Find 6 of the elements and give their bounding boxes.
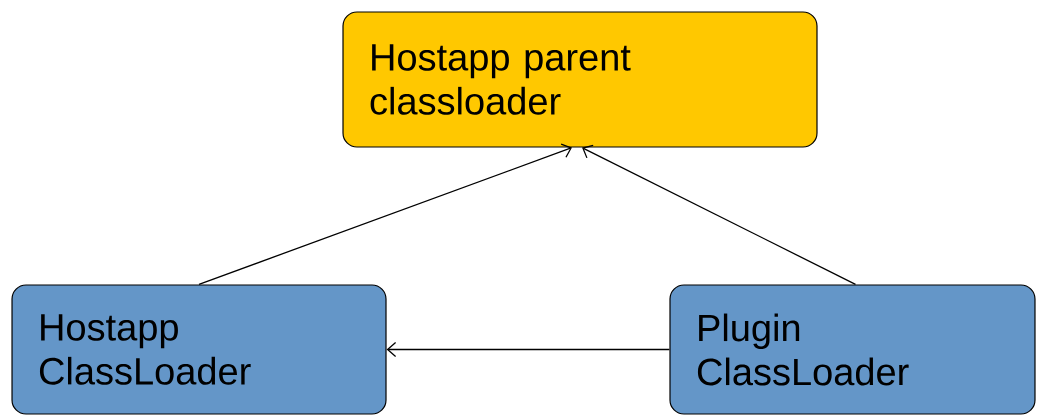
process-box: Hostapp parent classloader: [342, 11, 818, 148]
process-box: Plugin ClassLoader: [669, 284, 1036, 415]
process-box: Hostapp ClassLoader: [11, 284, 387, 415]
arrow: [386, 341, 671, 358]
arrow: [198, 143, 572, 286]
arrow: [582, 144, 857, 286]
